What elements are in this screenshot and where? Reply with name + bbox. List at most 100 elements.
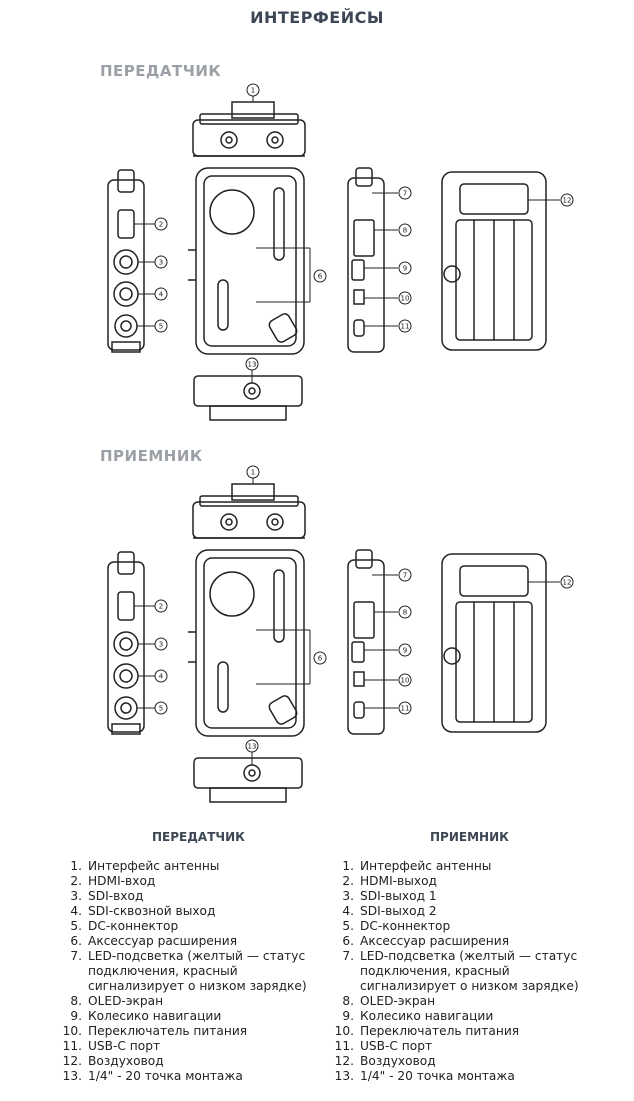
list-item-text: HDMI-вход bbox=[88, 874, 156, 888]
receiver-diagram: 1 2 3 4 5 6 7 8 9 10 11 12 13 bbox=[107, 465, 574, 803]
list-item-number: 3. bbox=[342, 889, 354, 903]
list-item: 10.Переключатель питания bbox=[332, 1024, 622, 1039]
callout-7: 7 bbox=[403, 190, 407, 198]
callout-1: 1 bbox=[251, 87, 255, 95]
list-item-number: 5. bbox=[70, 919, 82, 933]
list-item: 7. LED-подсветка (желтый — статус подключ… bbox=[60, 949, 330, 994]
front-view bbox=[188, 167, 305, 355]
list-item-text: Колесико навигации bbox=[88, 1009, 222, 1023]
list-item-number: 4. bbox=[70, 904, 82, 918]
list-item: 4. SDI-выход 2 bbox=[332, 904, 622, 919]
callout-12: 12 bbox=[563, 197, 572, 205]
back-view bbox=[441, 171, 547, 351]
callout-9: 9 bbox=[403, 265, 407, 273]
list-item: 3. SDI-выход 1 bbox=[332, 889, 622, 904]
list-item-text: SDI-выход 1 bbox=[360, 889, 437, 903]
callout-4: 4 bbox=[159, 291, 164, 299]
list-item-text: SDI-вход bbox=[88, 889, 144, 903]
list-item-number: 4. bbox=[342, 904, 354, 918]
page-title: ИНТЕРФЕЙСЫ bbox=[250, 8, 384, 27]
list-item-text: Воздуховод bbox=[360, 1054, 436, 1068]
front-view bbox=[188, 549, 305, 737]
list-item-text: Воздуховод bbox=[88, 1054, 164, 1068]
section-label-receiver: ПРИЕМНИК bbox=[100, 447, 203, 465]
list-item: 6. Аксессуар расширения bbox=[60, 934, 330, 949]
callout-10: 10 bbox=[401, 295, 410, 303]
section-label-transmitter: ПЕРЕДАТЧИК bbox=[100, 62, 222, 80]
list-item-text: LED-подсветка (желтый — статус подключен… bbox=[360, 949, 579, 993]
list-item: 1. Интерфейс антенны bbox=[332, 859, 622, 874]
callout-3: 3 bbox=[159, 641, 163, 649]
receiver-list-heading: ПРИЕМНИК bbox=[430, 830, 509, 844]
list-item: 3.SDI-вход bbox=[60, 889, 330, 904]
list-item: 8. OLED-экран bbox=[332, 994, 622, 1009]
callout-6: 6 bbox=[318, 273, 323, 281]
top-view bbox=[192, 101, 306, 157]
list-item-text: Интерфейс антенны bbox=[88, 859, 220, 873]
list-item-text: 1/4" - 20 точка монтажа bbox=[88, 1069, 243, 1083]
callout-7: 7 bbox=[403, 572, 407, 580]
callout-8: 8 bbox=[403, 609, 407, 617]
list-item: 1. Интерфейс антенны bbox=[60, 859, 330, 874]
left-side-view bbox=[107, 551, 145, 735]
list-item-text: SDI-сквозной выход bbox=[88, 904, 216, 918]
list-item-number: 7. bbox=[342, 949, 354, 963]
list-item-number: 6. bbox=[342, 934, 354, 948]
list-item-number: 8. bbox=[342, 994, 354, 1008]
list-item-text: OLED-экран bbox=[360, 994, 436, 1008]
callout-12: 12 bbox=[563, 579, 572, 587]
list-item: 4. SDI-сквозной выход bbox=[60, 904, 330, 919]
callout-11: 11 bbox=[401, 323, 410, 331]
callout-13: 13 bbox=[248, 361, 257, 369]
list-item: 13. 1/4" - 20 точка монтажа bbox=[60, 1069, 330, 1084]
list-item: 12. Воздуховод bbox=[60, 1054, 330, 1069]
transmitter-list: ПЕРЕДАТЧИК 1. Интерфейс антенны 2. HDMI-вхо… bbox=[60, 830, 330, 1084]
list-item-number: 12. bbox=[62, 1054, 82, 1068]
list-item: 9.Колесико навигации bbox=[332, 1009, 622, 1024]
list-item: 12. Воздуховод bbox=[332, 1054, 622, 1069]
list-item-number: 1. bbox=[70, 859, 82, 873]
list-item-text: USB-C порт bbox=[88, 1039, 161, 1053]
list-item-number: 10. bbox=[62, 1024, 82, 1038]
right-side-view bbox=[347, 549, 385, 735]
callout-2: 2 bbox=[159, 603, 163, 611]
bottom-view bbox=[193, 375, 303, 421]
list-item: 5. DC-коннектор bbox=[60, 919, 330, 934]
list-item-text: Интерфейс антенны bbox=[360, 859, 492, 873]
list-item-number: 10. bbox=[334, 1024, 354, 1038]
list-item-number: 9. bbox=[342, 1009, 354, 1023]
callout-8: 8 bbox=[403, 227, 407, 235]
list-item-number: 1. bbox=[342, 859, 354, 873]
callout-6: 6 bbox=[318, 655, 323, 663]
callout-5: 5 bbox=[159, 705, 163, 713]
list-item-number: 12. bbox=[334, 1054, 354, 1068]
callout-3: 3 bbox=[159, 259, 163, 267]
callout-5: 5 bbox=[159, 323, 163, 331]
list-item-number: 2. bbox=[342, 874, 354, 888]
list-item-text: Аксессуар расширения bbox=[88, 934, 238, 948]
list-item-text: SDI-выход 2 bbox=[360, 904, 437, 918]
list-item: 8.OLED-экран bbox=[60, 994, 330, 1009]
left-side-view bbox=[107, 169, 145, 353]
callout-2: 2 bbox=[159, 221, 163, 229]
list-item: 13.1/4" - 20 точка монтажа bbox=[332, 1069, 622, 1084]
list-item: 9.Колесико навигации bbox=[60, 1009, 330, 1024]
list-item: 11.USB-C порт bbox=[60, 1039, 330, 1054]
list-item-text: DC-коннектор bbox=[360, 919, 451, 933]
list-item-number: 6. bbox=[70, 934, 82, 948]
list-item-text: DC-коннектор bbox=[88, 919, 179, 933]
callout-10: 10 bbox=[401, 677, 410, 685]
list-item-number: 2. bbox=[70, 874, 82, 888]
transmitter-list-heading: ПЕРЕДАТЧИК bbox=[152, 830, 245, 844]
callout-9: 9 bbox=[403, 647, 407, 655]
list-item-number: 11. bbox=[334, 1039, 354, 1053]
list-item-number: 13. bbox=[62, 1069, 82, 1083]
list-item: 2. HDMI-вход bbox=[60, 874, 330, 889]
list-item-text: LED-подсветка (желтый — статус подключен… bbox=[88, 949, 307, 993]
list-item-number: 7. bbox=[70, 949, 82, 963]
list-item: 11.USB-C порт bbox=[332, 1039, 622, 1054]
list-item-number: 13. bbox=[334, 1069, 354, 1083]
